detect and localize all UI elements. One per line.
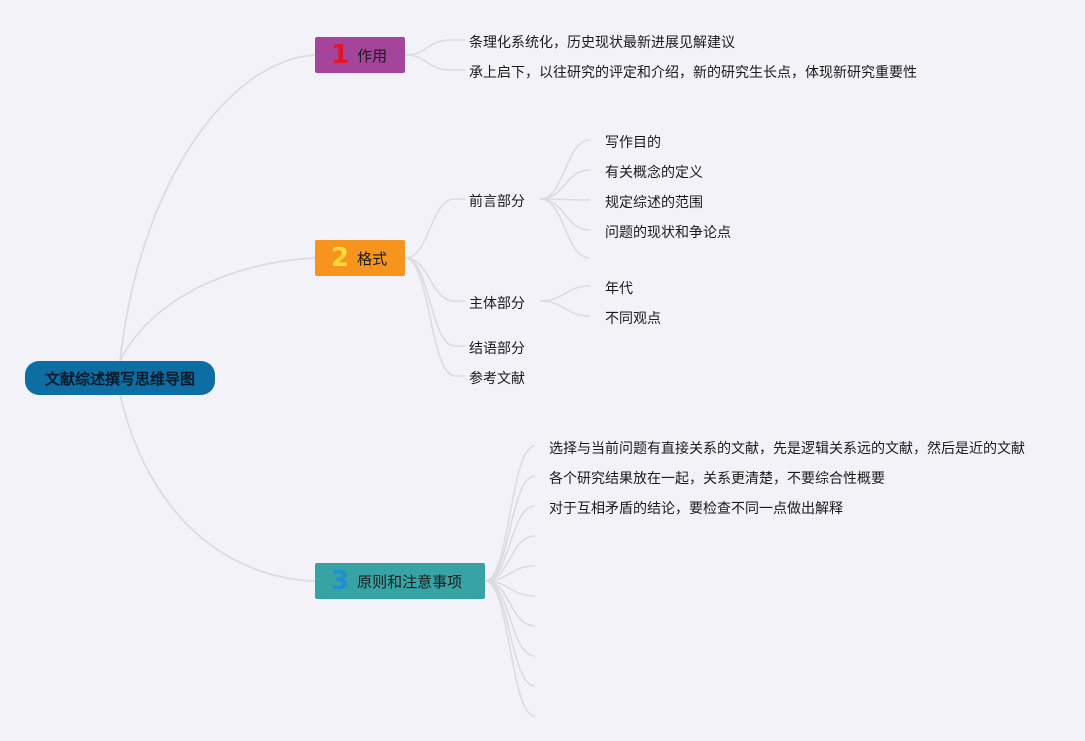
leaf-node[interactable]: 规定综述的范围 [605, 195, 703, 211]
connector-line [404, 54, 465, 71]
branch-node-1[interactable]: 1 作用 [315, 37, 405, 73]
connector-line [539, 300, 591, 317]
connector-line [404, 198, 465, 259]
branch-number-1: 1 [331, 40, 350, 70]
connector-line [119, 394, 316, 582]
leaf-node[interactable]: 不同观点 [605, 311, 661, 327]
leaf-node[interactable]: 问题的现状和争论点 [605, 225, 731, 241]
section-node-references[interactable]: 参考文献 [469, 371, 525, 387]
root-label: 文献综述撰写思维导图 [44, 369, 195, 388]
leaf-node[interactable]: 对于互相矛盾的结论，要检查不同一点做出解释 [549, 501, 843, 517]
connector-line [484, 535, 536, 582]
leaf-node[interactable]: 有关概念的定义 [605, 165, 703, 181]
connector-line [404, 257, 465, 347]
leaf-node[interactable]: 承上启下，以往研究的评定和介绍，新的研究生长点，体现新研究重要性 [469, 65, 917, 81]
leaf-node[interactable]: 写作目的 [605, 135, 661, 151]
connector-line [404, 39, 465, 56]
branch-label-2: 格式 [357, 249, 388, 268]
connector-line [539, 285, 591, 302]
leaf-node[interactable]: 年代 [605, 281, 633, 297]
connector-line [404, 257, 465, 302]
section-node-body[interactable]: 主体部分 [469, 296, 525, 312]
leaf-node[interactable]: 各个研究结果放在一起，关系更清楚，不要综合性概要 [549, 471, 885, 487]
connector-line [539, 198, 591, 259]
branch-number-3: 3 [331, 566, 350, 596]
branch-label-3: 原则和注意事项 [357, 572, 463, 591]
connector-line [119, 257, 316, 362]
connector-line [539, 139, 591, 200]
connector-line [484, 475, 536, 582]
branch-node-3[interactable]: 3 原则和注意事项 [315, 563, 485, 599]
connector-line [484, 505, 536, 582]
branch-node-2[interactable]: 2 格式 [315, 240, 405, 276]
branch-number-2: 2 [331, 243, 350, 273]
connector-line [484, 580, 536, 687]
connector-line [484, 580, 536, 717]
branch-label-1: 作用 [357, 46, 388, 65]
connector-line [484, 445, 536, 582]
connector-line [539, 198, 591, 231]
leaf-node[interactable]: 选择与当前问题有直接关系的文献，先是逻辑关系远的文献，然后是近的文献 [549, 441, 1025, 457]
leaf-node[interactable]: 条理化系统化，历史现状最新进展见解建议 [469, 35, 735, 51]
root-node[interactable]: 文献综述撰写思维导图 [25, 361, 215, 395]
connector-line [539, 169, 591, 200]
connector-line [119, 54, 316, 362]
connector-line [404, 257, 465, 377]
section-node-foreword[interactable]: 前言部分 [469, 194, 525, 210]
section-node-conclusion[interactable]: 结语部分 [469, 341, 525, 357]
